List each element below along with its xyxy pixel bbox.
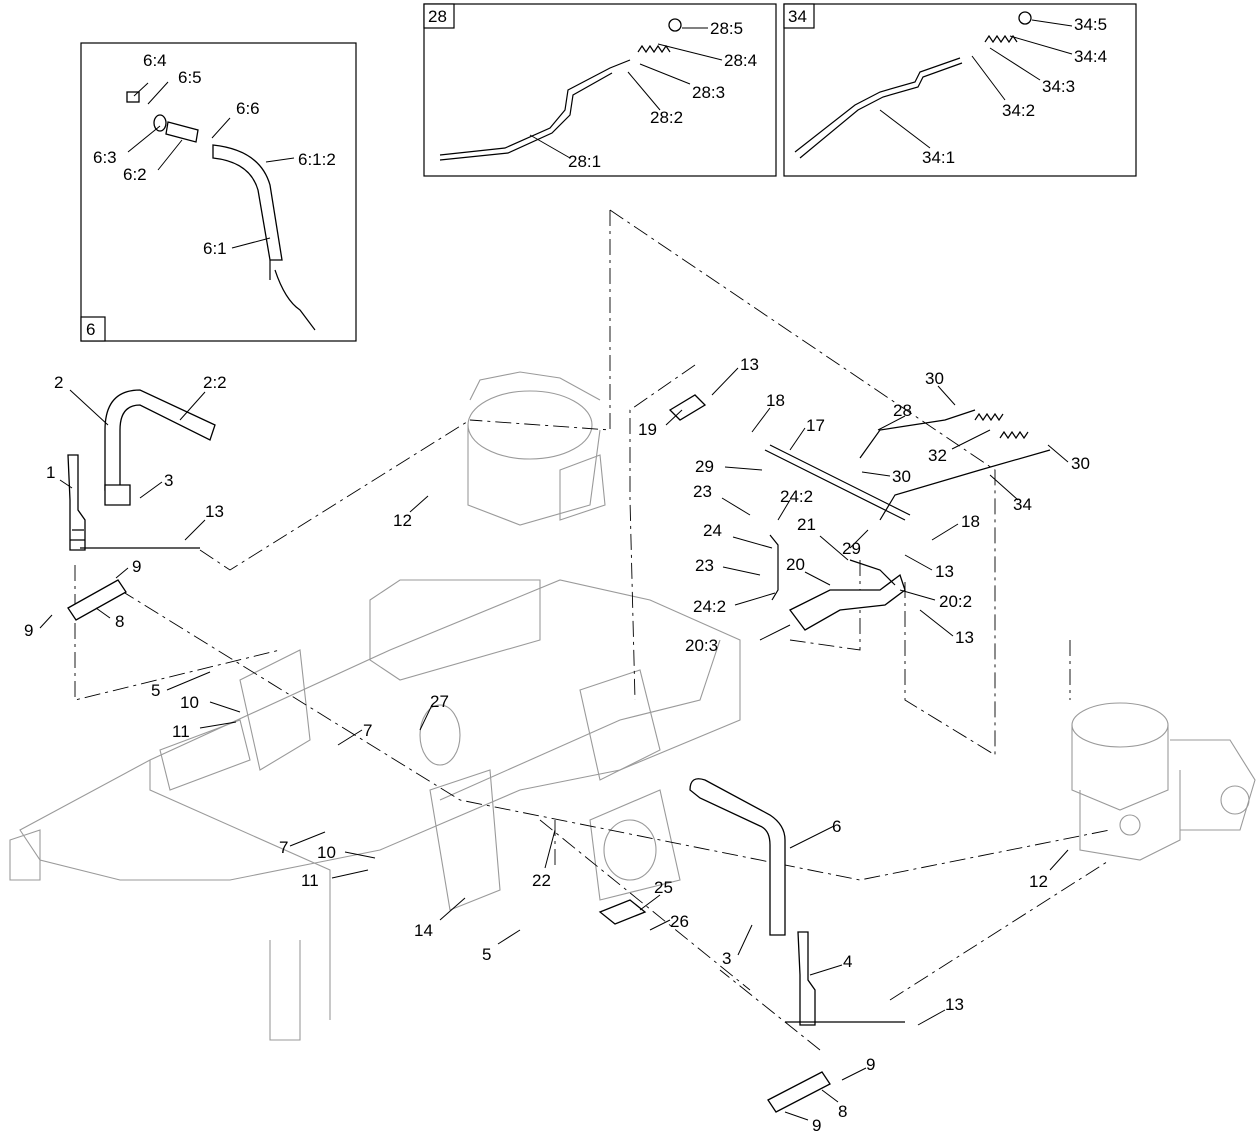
callout-21: 21: [797, 515, 816, 534]
callout-6-4: 6:4: [143, 51, 167, 70]
callout-2: 2: [54, 373, 63, 392]
callout-34-1: 34:1: [922, 148, 955, 167]
callout-6-2: 6:2: [123, 165, 147, 184]
callout-34-5: 34:5: [1074, 15, 1107, 34]
callout-9: 9: [24, 621, 33, 640]
callout-27: 27: [430, 692, 449, 711]
callout-4: 4: [843, 952, 852, 971]
callout-6-5: 6:5: [178, 68, 202, 87]
callout-7: 7: [279, 838, 288, 857]
callout-11: 11: [301, 871, 319, 890]
callout-34-3: 34:3: [1042, 77, 1075, 96]
callout-34: 34: [1013, 495, 1032, 514]
callout-13: 13: [945, 995, 964, 1014]
callout-20-2: 20:2: [939, 592, 972, 611]
callout-25: 25: [654, 878, 673, 897]
inset-tag-34: 34: [788, 7, 807, 26]
callout-18: 18: [961, 512, 980, 531]
callout-8: 8: [838, 1102, 847, 1121]
callout-28-5: 28:5: [710, 19, 743, 38]
inset-28: 28 28:5 28:4 28:3 28:2 28:1: [423, 3, 777, 177]
engine-drawing: [467, 371, 606, 526]
callout-30: 30: [925, 369, 944, 388]
frame-drawing: [9, 579, 741, 1041]
hydro-pump-drawing: [1071, 702, 1256, 861]
callout-7: 7: [363, 721, 372, 740]
callout-34-2: 34:2: [1002, 101, 1035, 120]
callout-8: 8: [115, 612, 124, 631]
callout-13: 13: [740, 355, 759, 374]
callout-6-1: 6:1: [203, 239, 227, 258]
callout-20-3: 20:3: [685, 636, 718, 655]
callout-23: 23: [693, 482, 712, 501]
callout-5: 5: [482, 945, 491, 964]
callout-34-4: 34:4: [1074, 47, 1107, 66]
callout-17: 17: [806, 416, 825, 435]
callout-3: 3: [164, 471, 173, 490]
callout-9: 9: [132, 557, 141, 576]
callout-11: 11: [172, 722, 190, 741]
callout-leaders: [39, 367, 1069, 1121]
callout-6: 6: [832, 817, 841, 836]
assembly-lines: [74, 209, 1111, 1051]
callout-19: 19: [638, 420, 657, 439]
callout-24-2: 24:2: [693, 597, 726, 616]
callout-10: 10: [180, 693, 199, 712]
inset-tag-6: 6: [86, 320, 95, 339]
callout-28-3: 28:3: [692, 83, 725, 102]
callout-9: 9: [866, 1055, 875, 1074]
callout-30: 30: [892, 467, 911, 486]
callout-9: 9: [812, 1116, 821, 1135]
callout-28: 28: [893, 401, 912, 420]
callout-26: 26: [670, 912, 689, 931]
callout-28-4: 28:4: [724, 51, 757, 70]
inset-34: 34 34:5 34:4 34:3 34:2 34:1: [783, 3, 1137, 177]
callout-13: 13: [205, 502, 224, 521]
callout-5: 5: [151, 681, 160, 700]
callout-13: 13: [955, 628, 974, 647]
callout-6-6: 6:6: [236, 99, 260, 118]
callout-13: 13: [935, 562, 954, 581]
callout-29: 29: [695, 457, 714, 476]
callout-10: 10: [317, 843, 336, 862]
callout-30: 30: [1071, 454, 1090, 473]
callout-20: 20: [786, 555, 805, 574]
callout-6-1-2: 6:1:2: [298, 150, 336, 169]
callout-1: 1: [46, 463, 55, 482]
callout-28-2: 28:2: [650, 108, 683, 127]
callout-3: 3: [722, 949, 731, 968]
callout-24: 24: [703, 521, 722, 540]
callout-23: 23: [695, 556, 714, 575]
parts-line-art: [67, 389, 1051, 1113]
callout-24-2: 24:2: [780, 487, 813, 506]
callout-12: 12: [393, 511, 412, 530]
inset-tag-28: 28: [428, 7, 447, 26]
callout-12: 12: [1029, 872, 1048, 891]
callout-28-1: 28:1: [568, 152, 601, 171]
callout-labels: 2 2:2 1 3 13 9 9 8 12 19 13 18 17 29 30 …: [24, 355, 1090, 1135]
callout-2-2: 2:2: [203, 373, 227, 392]
callout-6-3: 6:3: [93, 148, 117, 167]
inset-6: 6 6:4 6:5 6:6 6:3 6:2 6:1:2 6:1: [80, 42, 357, 342]
callout-14: 14: [414, 921, 433, 940]
callout-18: 18: [766, 391, 785, 410]
callout-29: 29: [842, 539, 861, 558]
callout-32: 32: [928, 446, 947, 465]
callout-22: 22: [532, 871, 551, 890]
